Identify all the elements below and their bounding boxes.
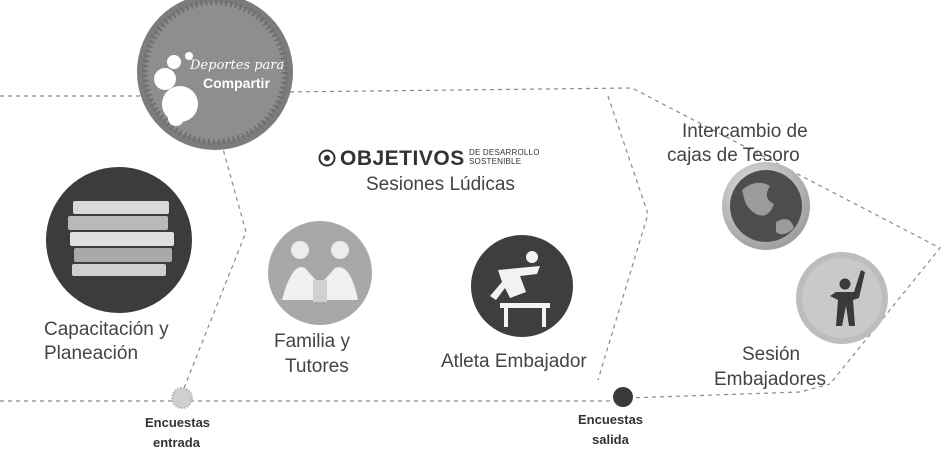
stage-3-title-line1: Intercambio de (682, 121, 808, 142)
cheering-person-icon (796, 252, 888, 344)
stage-1-label-line1: Capacitación y (44, 319, 169, 340)
milestone-salida-line1: Encuestas (578, 412, 644, 427)
deportes-para-compartir-logo (137, 0, 293, 150)
milestone-dot-salida (613, 387, 633, 407)
stage-1-label-line2: Planeación (44, 343, 139, 364)
ambassadors-label-line1: Sesión (742, 344, 801, 365)
hurdle-athlete-icon (471, 235, 573, 337)
family-label-line2: Tutores (285, 356, 349, 377)
chevron-separator-2 (597, 95, 649, 381)
logo-text-line2: Compartir (203, 75, 270, 91)
stage-2-title: Sesiones Lúdicas (366, 174, 515, 195)
milestone-entrada-line1: Encuestas (145, 415, 211, 430)
books-icon (46, 167, 192, 313)
sdg-sub-2: SOSTENIBLE (469, 157, 522, 166)
logo-text-line1: Deportes para (190, 58, 285, 73)
athlete-label: Atleta Embajador (441, 351, 587, 372)
milestone-dot-entrada (171, 387, 193, 409)
family-icon (268, 221, 372, 325)
chevron-separator-1 (179, 119, 247, 399)
globe-icon (722, 162, 810, 250)
family-label-line1: Familia y (274, 331, 351, 352)
sdg-sub-1: DE DESARROLLO (469, 148, 540, 157)
stage-3-title-line2: cajas de Tesoro (667, 145, 800, 166)
sdg-wheel-icon (318, 149, 336, 167)
milestone-entrada-line2: entrada (153, 435, 200, 450)
ambassadors-label-line2: Embajadores (714, 369, 826, 390)
milestone-salida-line2: salida (592, 432, 629, 447)
sdg-title: OBJETIVOS (340, 147, 465, 170)
